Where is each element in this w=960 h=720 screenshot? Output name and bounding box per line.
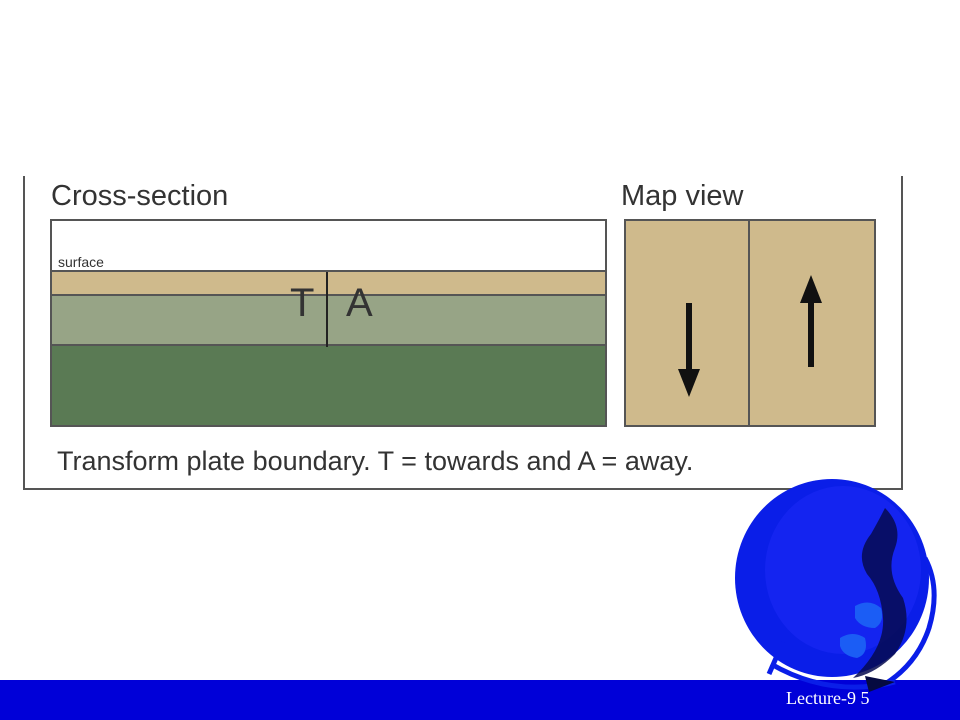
surface-label: surface [58, 254, 104, 270]
slide-number-label: Lecture-9 5 [786, 688, 870, 708]
towards-letter: T [290, 281, 315, 325]
away-letter: A [346, 281, 373, 325]
map-view-diagram [624, 219, 876, 427]
plate-boundary-line [748, 221, 750, 425]
arrow-down-icon [678, 303, 700, 397]
arrow-up-icon [800, 275, 822, 367]
motion-arrows [678, 275, 822, 397]
fault-line [326, 272, 328, 347]
air-layer [52, 221, 605, 272]
cross-section-title: Cross-section [51, 180, 229, 212]
figure-caption: Transform plate boundary. T = towards an… [57, 446, 694, 476]
map-view-title: Map view [621, 180, 744, 212]
footer-bar [0, 680, 960, 720]
figure-panel: Cross-section Map view surface T A Trans… [23, 176, 903, 490]
globe-icon [735, 479, 937, 692]
middle-rock-layer [52, 296, 605, 346]
deep-rock-layer [52, 346, 605, 425]
surface-crust-layer [52, 272, 605, 296]
cross-section-diagram: surface T A [50, 219, 607, 427]
